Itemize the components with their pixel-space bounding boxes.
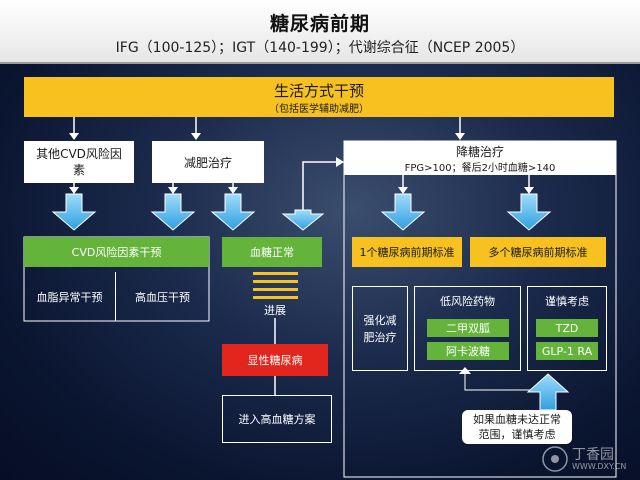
band-arrows <box>69 117 465 140</box>
row-arrows <box>69 175 534 194</box>
lipid-intervention: 血脂异常干预 <box>24 272 116 321</box>
hyperglycemia-plan-box: 进入高血糖方案 <box>222 395 332 443</box>
overt-diabetes-box: 显性糖尿病 <box>222 344 328 376</box>
weight-loss-box: 减肥治疗 <box>152 141 264 183</box>
lifestyle-title: 生活方式干预 <box>273 82 364 100</box>
glucose-lowering-criteria: FPG>100；餐后2小时血糖>140 <box>404 162 556 174</box>
watermark-url: WWW.DXY.CN <box>572 462 627 471</box>
watermark-brand: 丁香园 <box>572 447 614 463</box>
multi-criteria-box: 多个糖尿病前期标准 <box>470 237 606 267</box>
page-title: 糖尿病前期 <box>269 13 370 35</box>
header-bar: 糖尿病前期 IFG（100-125）；IGT（140-199）；代谢综合征（NC… <box>0 0 640 64</box>
glucose-lowering-title: 降糖治疗 <box>455 144 504 159</box>
drug-glp1: GLP-1 RA <box>536 342 598 360</box>
one-criterion-box: 1个糖尿病前期标准 <box>352 237 462 267</box>
other-cvd-box: 其他CVD风险因素 <box>24 141 134 183</box>
dxy-logo-icon <box>542 446 568 472</box>
page-subtitle: IFG（100-125）；IGT（140-199）；代谢综合征（NCEP 200… <box>115 40 525 56</box>
up-arrow <box>526 373 570 411</box>
glucose-lowering-header: 降糖治疗 FPG>100；餐后2小时血糖>140 <box>344 141 616 175</box>
lifestyle-band: 生活方式干预 （包括医学辅助减肥） <box>24 77 614 117</box>
watermark: 丁香园 WWW.DXY.CN <box>540 444 636 476</box>
note-bubble: 如果血糖未达正常范围，谨慎考虑 <box>462 410 572 444</box>
caution-title: 谨慎考虑 <box>545 295 589 308</box>
lifestyle-subtitle: （包括医学辅助减肥） <box>269 104 369 115</box>
cvd-intervention-title: CVD风险因素干预 <box>24 237 209 267</box>
intensive-weight-loss-box: 强化减肥治疗 <box>352 286 408 371</box>
low-risk-title: 低风险药物 <box>440 295 495 308</box>
bp-intervention: 高血压干预 <box>135 290 190 304</box>
caution-panel: 谨慎考虑 TZD GLP-1 RA <box>527 286 607 371</box>
progression-label: 进展 <box>264 304 286 317</box>
low-risk-panel: 低风险药物 二甲双胍 阿卡波糖 <box>414 286 521 371</box>
progression-stripes <box>253 272 298 299</box>
blue-arrows <box>51 193 552 231</box>
drug-tzd: TZD <box>536 319 598 337</box>
drug-acarbose: 阿卡波糖 <box>427 342 509 360</box>
normal-glucose-box: 血糖正常 <box>222 237 322 267</box>
drug-metformin: 二甲双胍 <box>427 319 509 337</box>
